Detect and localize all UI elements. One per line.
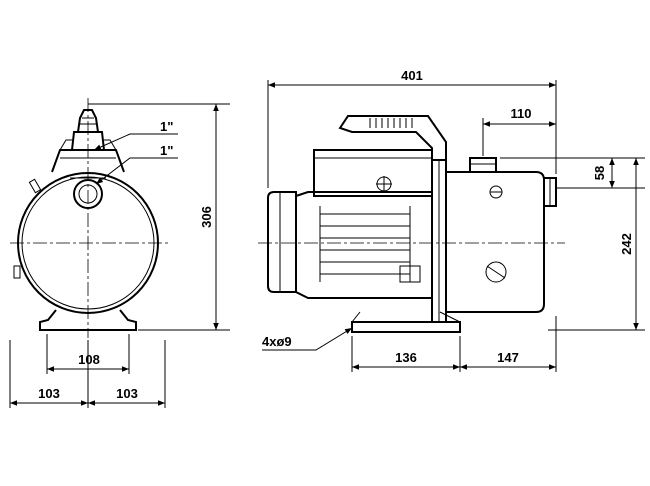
dim-136-label: 136 [395,350,417,365]
pump-body-inner-circle [21,176,155,310]
dim-58-label: 58 [592,166,607,180]
terminal-box [313,149,433,197]
pump-body-circle [17,172,159,314]
side-boss-left-bottom [13,265,21,279]
dim-108-label: 108 [78,352,100,367]
pump-housing [445,171,545,313]
front-foot [39,309,137,331]
thread-label-lower: 1" [160,143,173,158]
dim-103-left-label: 103 [38,386,60,401]
dim-401-label: 401 [401,68,423,83]
carry-handle [338,115,447,161]
holes-leader [262,327,353,351]
dim-242-label: 242 [619,233,634,255]
thread-label-upper: 1" [160,119,173,134]
dim-306-label: 306 [199,206,214,228]
side-view: 401 110 58 242 4xø9 136 147 [258,68,645,372]
priming-plug [77,109,99,133]
cooling-fins [319,206,411,282]
housing-plug-lower [485,261,507,283]
thread-leader-upper [93,133,178,151]
dim-147-label: 147 [497,350,519,365]
side-foot [351,321,461,333]
thread-leader-lower [95,157,178,185]
outlet-port [73,179,103,209]
holes-label: 4xø9 [262,334,292,349]
front-view: 306 108 103 103 1" 1" [9,98,230,408]
side-outlet [469,157,497,172]
motor-end-cap [267,191,297,293]
side-boss-left-top [28,178,42,194]
dim-110-label: 110 [511,106,532,121]
dim-103-right-label: 103 [116,386,138,401]
